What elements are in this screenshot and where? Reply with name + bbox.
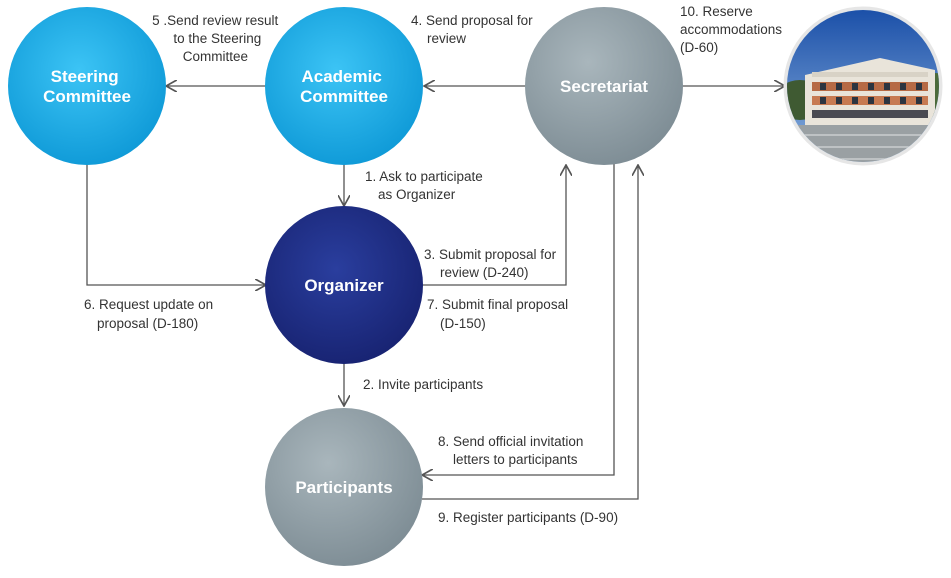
connectors [86, 86, 785, 500]
node-organizer: Organizer [265, 206, 423, 364]
node-participants: Participants [265, 408, 423, 566]
step-labels: 1. Ask to participate as Organizer 2. In… [84, 4, 786, 525]
steering-label-line-1: Steering [51, 67, 119, 86]
step-1-label: 1. Ask to participate as Organizer [365, 169, 487, 202]
arrow-secretariat-to-participants [422, 164, 615, 475]
node-academic-committee: Academic Committee [265, 7, 423, 165]
node-steering-committee: Steering Committee [8, 7, 166, 165]
academic-label-line-1: Academic [301, 67, 381, 86]
organizer-label: Organizer [304, 276, 384, 295]
secretariat-label: Secretariat [560, 77, 648, 96]
step-5-label: 5 .Send review result to the Steering Co… [152, 13, 282, 64]
arrow-organizer-to-secretariat [422, 165, 566, 286]
building-photo-icon [783, 6, 943, 166]
arrow-steering-to-organizer [86, 164, 266, 285]
step-6-label: 6. Request update on proposal (D-180) [84, 297, 217, 331]
svg-text:Steering Committee: Steering Committee [43, 67, 131, 106]
node-secretariat: Secretariat [525, 7, 683, 165]
steering-label-line-2: Committee [43, 87, 131, 106]
svg-text:Organizer: Organizer [304, 276, 384, 295]
participants-label: Participants [295, 478, 392, 497]
step-10-label: 10. Reserve accommodations (D-60) [680, 4, 786, 55]
arrow-participants-to-secretariat [422, 165, 638, 500]
step-3-label: 3. Submit proposal for review (D-240) [424, 247, 560, 280]
step-2-label: 2. Invite participants [363, 377, 483, 392]
step-7-label: 7. Submit final proposal (D-150) [427, 297, 572, 331]
svg-text:Academic Committee: Academic Committee [300, 67, 388, 106]
step-4-label: 4. Send proposal for review [411, 13, 536, 46]
step-9-label: 9. Register participants (D-90) [438, 510, 618, 525]
svg-text:Participants: Participants [295, 478, 392, 497]
academic-label-line-2: Committee [300, 87, 388, 106]
step-8-label: 8. Send official invitation letters to p… [438, 434, 587, 467]
svg-text:Secretariat: Secretariat [560, 77, 648, 96]
